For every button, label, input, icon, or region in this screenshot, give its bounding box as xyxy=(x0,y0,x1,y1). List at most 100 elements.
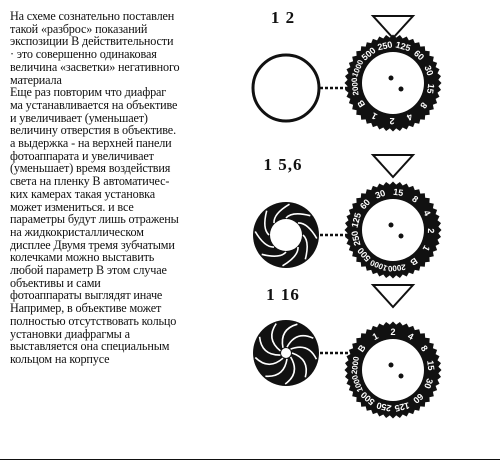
text-line: такой «разброс» показаний xyxy=(10,21,148,36)
dial-speed-label: 15 xyxy=(425,83,436,94)
dial-screw-icon xyxy=(398,233,404,239)
dial-speed-label: 8 xyxy=(419,343,430,353)
dial-speed-label: 1 xyxy=(421,244,432,253)
aperture-label: 1 16 xyxy=(266,285,300,304)
dial-screw-icon xyxy=(398,373,404,379)
dial-speed-label: 1 xyxy=(370,111,379,122)
text-line: Еще раз повторим что диафраг xyxy=(10,85,167,100)
dial-speed-label: 30 xyxy=(423,64,436,77)
dial-speed-label: 250 xyxy=(375,400,392,413)
dial-speed-label: 30 xyxy=(422,377,435,390)
aperture-label: 1 2 xyxy=(270,8,296,27)
text-line: полностью отсутствовать кольцо xyxy=(10,313,177,328)
text-line: кольцом на корпусе xyxy=(10,351,110,366)
dial-screw-icon xyxy=(388,75,394,81)
aperture-blade-edge xyxy=(290,346,318,360)
text-line: материала xyxy=(10,72,62,87)
dial-center xyxy=(362,199,424,261)
aperture-blade-edge xyxy=(302,234,308,260)
dial-speed-label: 4 xyxy=(421,209,432,218)
index-pointer-icon xyxy=(370,284,416,309)
dial-speed-label: B xyxy=(355,98,367,109)
dial-speed-label: 125 xyxy=(395,40,412,54)
dial-speed-label: 2000 xyxy=(350,77,361,96)
aperture-blade-edge xyxy=(265,358,288,378)
dial-center xyxy=(362,52,424,114)
dial-speed-label: 250 xyxy=(376,39,393,52)
dial-speed-label: 2 xyxy=(389,116,394,126)
dial-screw-icon xyxy=(398,86,404,92)
dial-speed-label: 1 xyxy=(371,331,380,342)
text-line: дисплее Двумя тремя зубчатыми xyxy=(10,237,175,252)
text-line: · это совершенно одинаковая xyxy=(10,47,157,62)
dial-speed-label: 2000 xyxy=(387,262,406,273)
text-line: величина «засветки» негативного xyxy=(10,59,180,74)
text-line: (уменьшает) время воздействия xyxy=(10,161,171,176)
dial-speed-label: 15 xyxy=(425,360,436,371)
dial-speed-label: 60 xyxy=(411,391,425,405)
aperture-blade-edge xyxy=(254,231,275,248)
aperture-blade-edge xyxy=(297,222,318,239)
text-line: параметры будут лишь отражены xyxy=(10,212,179,227)
text-line: а выдержка - на верхней панели xyxy=(10,136,172,151)
dial-speed-label: 30 xyxy=(374,188,387,201)
dial-screw-icon xyxy=(388,362,394,368)
aperture-icon xyxy=(253,202,319,268)
aperture-icon xyxy=(253,320,319,386)
dial-speed-label: 4 xyxy=(406,331,415,342)
dial-speed-label: B xyxy=(408,256,419,268)
dial-center xyxy=(362,339,424,401)
text-line: величину отверстия в объективе. xyxy=(10,123,176,138)
text-line: выставляется она специальным xyxy=(10,339,170,354)
aperture-blade-edge xyxy=(264,210,270,236)
bottom-rule xyxy=(0,459,500,460)
aperture-blade-edge xyxy=(282,246,299,267)
dial-speed-label: 2 xyxy=(390,327,395,337)
dial-speed-label: 125 xyxy=(350,212,364,229)
aperture-blade-edge xyxy=(285,213,311,219)
aperture-blade-edge xyxy=(261,251,287,257)
text-line: любой параметр В этом случае xyxy=(10,263,167,278)
dial-speed-label: 2 xyxy=(426,228,436,233)
text-line: фотоаппарата и увеличивает xyxy=(10,148,154,163)
text-line: света на пленку В автоматичес- xyxy=(10,174,170,189)
dial-screw-icon xyxy=(388,222,394,228)
text-line: На схеме сознательно поставлен xyxy=(10,9,175,23)
body-text: На схеме сознательно поставлен такой «ра… xyxy=(10,10,240,366)
aperture-blade-edge xyxy=(271,323,281,352)
aperture-blade-edge xyxy=(291,352,308,378)
aperture-blade-edge xyxy=(284,356,296,385)
aperture-blade-edge xyxy=(273,203,290,224)
aperture-icon xyxy=(251,53,321,123)
dial-speed-label: 125 xyxy=(394,400,411,413)
dial-speed-label: 8 xyxy=(410,194,420,205)
aperture-blade-edge xyxy=(286,334,314,348)
text-line: установки диафрагмы а xyxy=(10,326,130,341)
index-pointer-icon xyxy=(370,154,416,179)
text-line: фотоаппараты выглядят иначе xyxy=(10,288,163,303)
text-line: ких камерах такая установка xyxy=(10,186,156,201)
index-pointer-icon xyxy=(370,15,416,40)
text-line: Например, в объективе может xyxy=(10,301,162,316)
dial-speed-label: B xyxy=(356,342,368,353)
dial-speed-label: 250 xyxy=(349,230,362,247)
text-line: ма устанавливается на объективе xyxy=(10,97,178,112)
aperture-blade-edge xyxy=(281,323,298,348)
dial-speed-label: 8 xyxy=(418,100,429,110)
dial-speed-label: 2000 xyxy=(350,355,361,374)
dial-speed-label: 60 xyxy=(358,197,372,211)
text-line: и увеличивает (уменьшает) xyxy=(10,110,148,125)
dial-speed-label: 60 xyxy=(412,48,426,62)
text-line: колечками можно выставить xyxy=(10,250,155,265)
aperture-blade-edge xyxy=(258,336,281,356)
text-line: объективы и сами xyxy=(10,275,101,290)
